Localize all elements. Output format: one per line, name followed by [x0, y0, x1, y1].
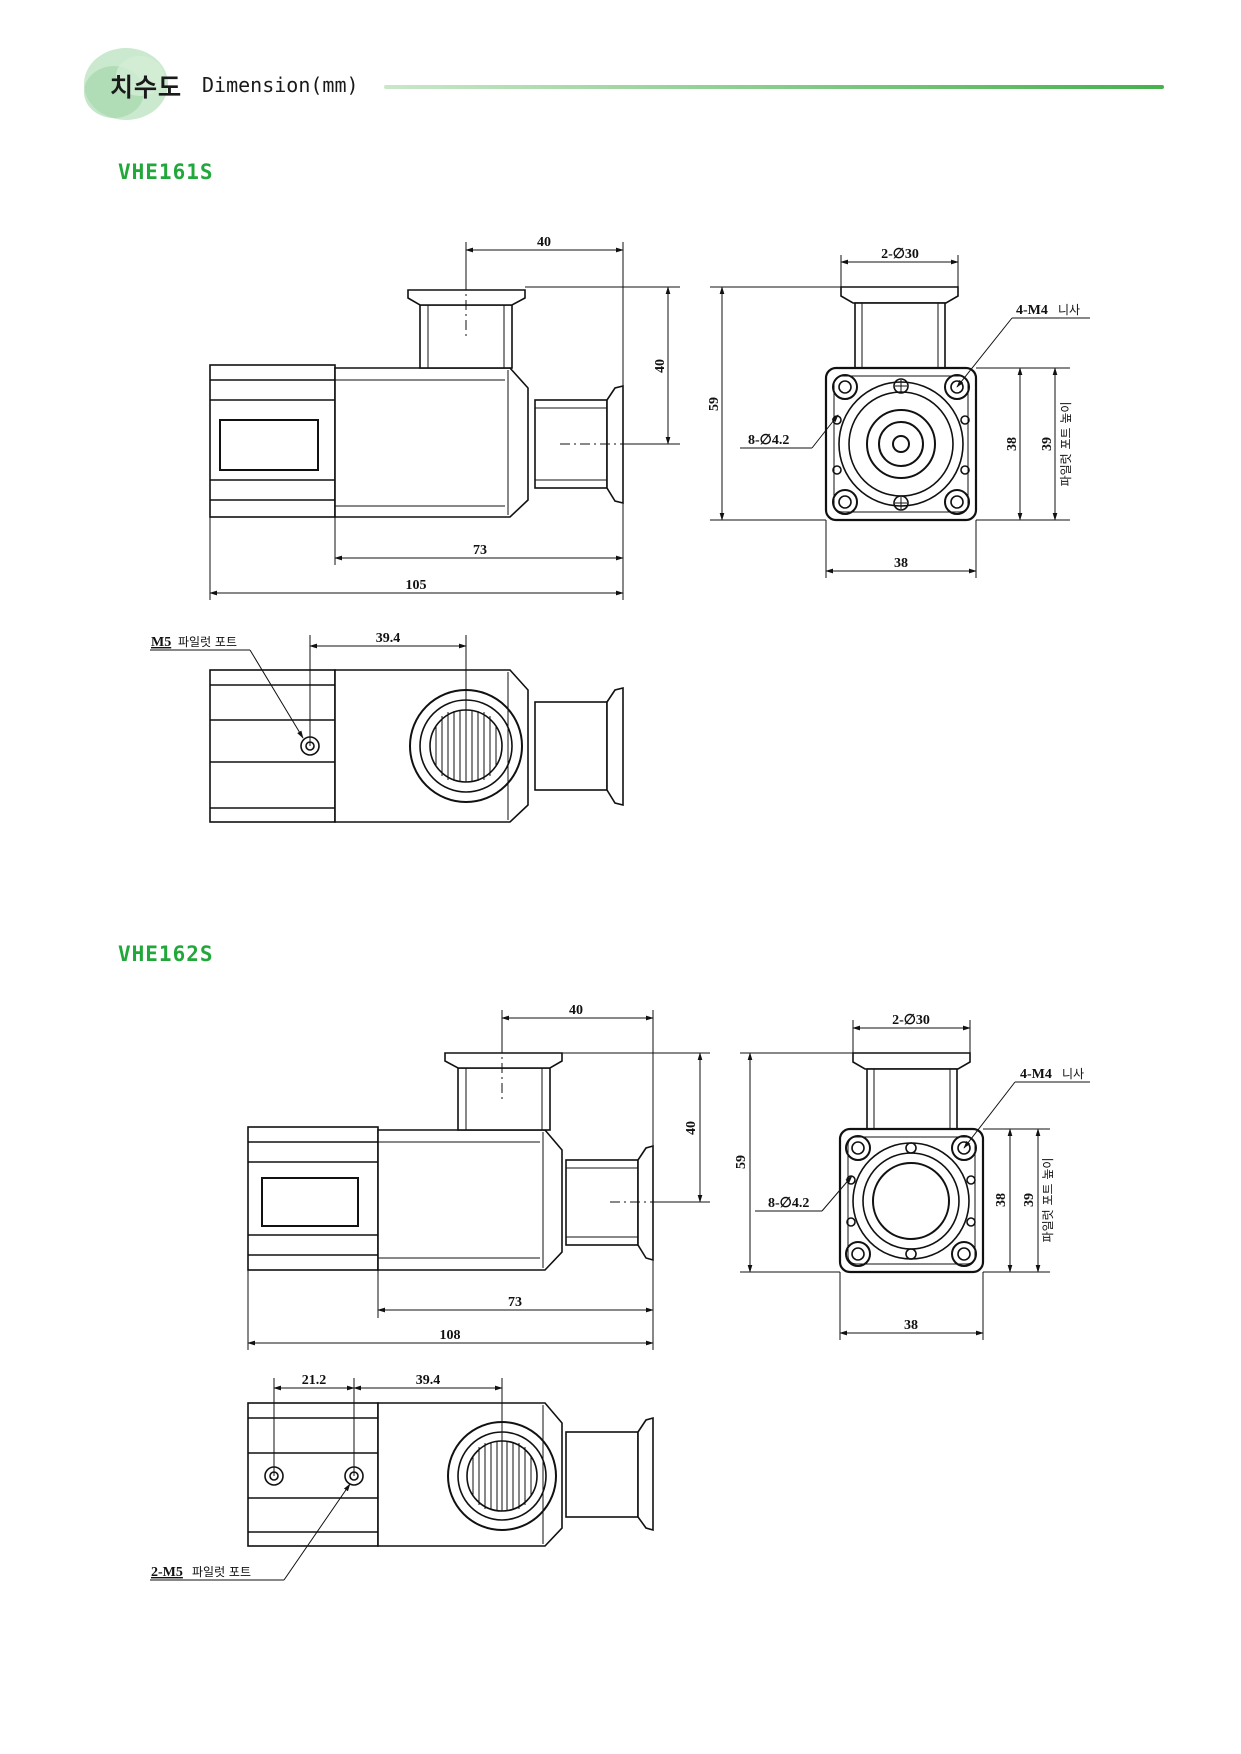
m2-dim-holes: 8-∅4.2 — [768, 1196, 809, 1211]
m1-bottom-view — [209, 669, 624, 823]
m1-bottom-dimensions — [150, 635, 467, 746]
m1-dim-body-len: 73 — [473, 543, 487, 558]
m2-dim-top-width: 40 — [569, 1003, 583, 1018]
page-title-korean: 치수도 — [110, 73, 183, 102]
m1-side-dimensions — [209, 242, 680, 600]
page-header: 치수도 Dimension(mm) — [74, 40, 1174, 120]
m2-pilot-port: 2-M5 — [151, 1565, 183, 1580]
m1-dim-total-len: 105 — [406, 578, 427, 593]
m1-pilot-port: M5 — [151, 635, 171, 650]
m2-dim-port-h: 39 — [1022, 1193, 1037, 1207]
m2-dim-square-h: 38 — [994, 1193, 1009, 1207]
m2-side-view — [247, 1043, 660, 1271]
m2-dim-pilot-gap: 21.2 — [302, 1373, 327, 1388]
model-title-2: VHE162S — [118, 942, 214, 966]
m2-dim-flange-dia: 2-∅30 — [892, 1013, 930, 1028]
m2-thread-label: 니사 — [1062, 1067, 1084, 1081]
m1-side-view — [209, 280, 630, 518]
m2-port-h-label: 파일럿 포트 높이 — [1041, 1158, 1055, 1243]
m2-dim-total-len: 108 — [440, 1328, 461, 1343]
m1-end-dimensions — [710, 255, 1090, 578]
page-title-english: Dimension(mm) — [202, 73, 359, 97]
m1-pilot-port-label: 파일럿 포트 — [178, 635, 237, 649]
m1-dim-square-h: 38 — [1005, 437, 1020, 451]
m1-dim-port-h: 39 — [1040, 437, 1055, 451]
m1-dim-square-w: 38 — [894, 556, 908, 571]
leaf-decoration — [84, 48, 168, 120]
model-title-1: VHE161S — [118, 160, 214, 184]
m1-dim-overall-h: 59 — [707, 397, 722, 411]
m1-dim-height-right: 40 — [653, 359, 668, 373]
m1-dim-flange-dia: 2-∅30 — [881, 247, 919, 262]
m2-dim-pilot-dist: 39.4 — [416, 1373, 441, 1388]
m2-dim-height-right: 40 — [684, 1121, 699, 1135]
m1-dim-thread: 4-M4 — [1016, 303, 1048, 318]
m2-end-dimensions — [740, 1020, 1090, 1340]
m1-end-view — [824, 286, 978, 522]
m2-pilot-port-label: 파일럿 포트 — [192, 1565, 251, 1579]
m2-dim-thread: 4-M4 — [1020, 1067, 1052, 1082]
m1-thread-label: 니사 — [1058, 303, 1080, 317]
m1-port-h-label: 파일럿 포트 높이 — [1059, 402, 1073, 487]
m2-dim-square-w: 38 — [904, 1318, 918, 1333]
m1-dim-top-width: 40 — [537, 235, 551, 250]
m1-dim-pilot-dist: 39.4 — [376, 631, 401, 646]
m2-side-dimensions — [247, 1010, 710, 1350]
m2-end-view — [838, 1052, 985, 1274]
m2-dim-body-len: 73 — [508, 1295, 522, 1310]
m2-bottom-view — [247, 1402, 654, 1547]
header-divider — [384, 85, 1164, 89]
m2-dim-overall-h: 59 — [734, 1155, 749, 1169]
m2-bottom-dimensions — [150, 1378, 503, 1581]
m1-dim-holes: 8-∅4.2 — [748, 433, 789, 448]
